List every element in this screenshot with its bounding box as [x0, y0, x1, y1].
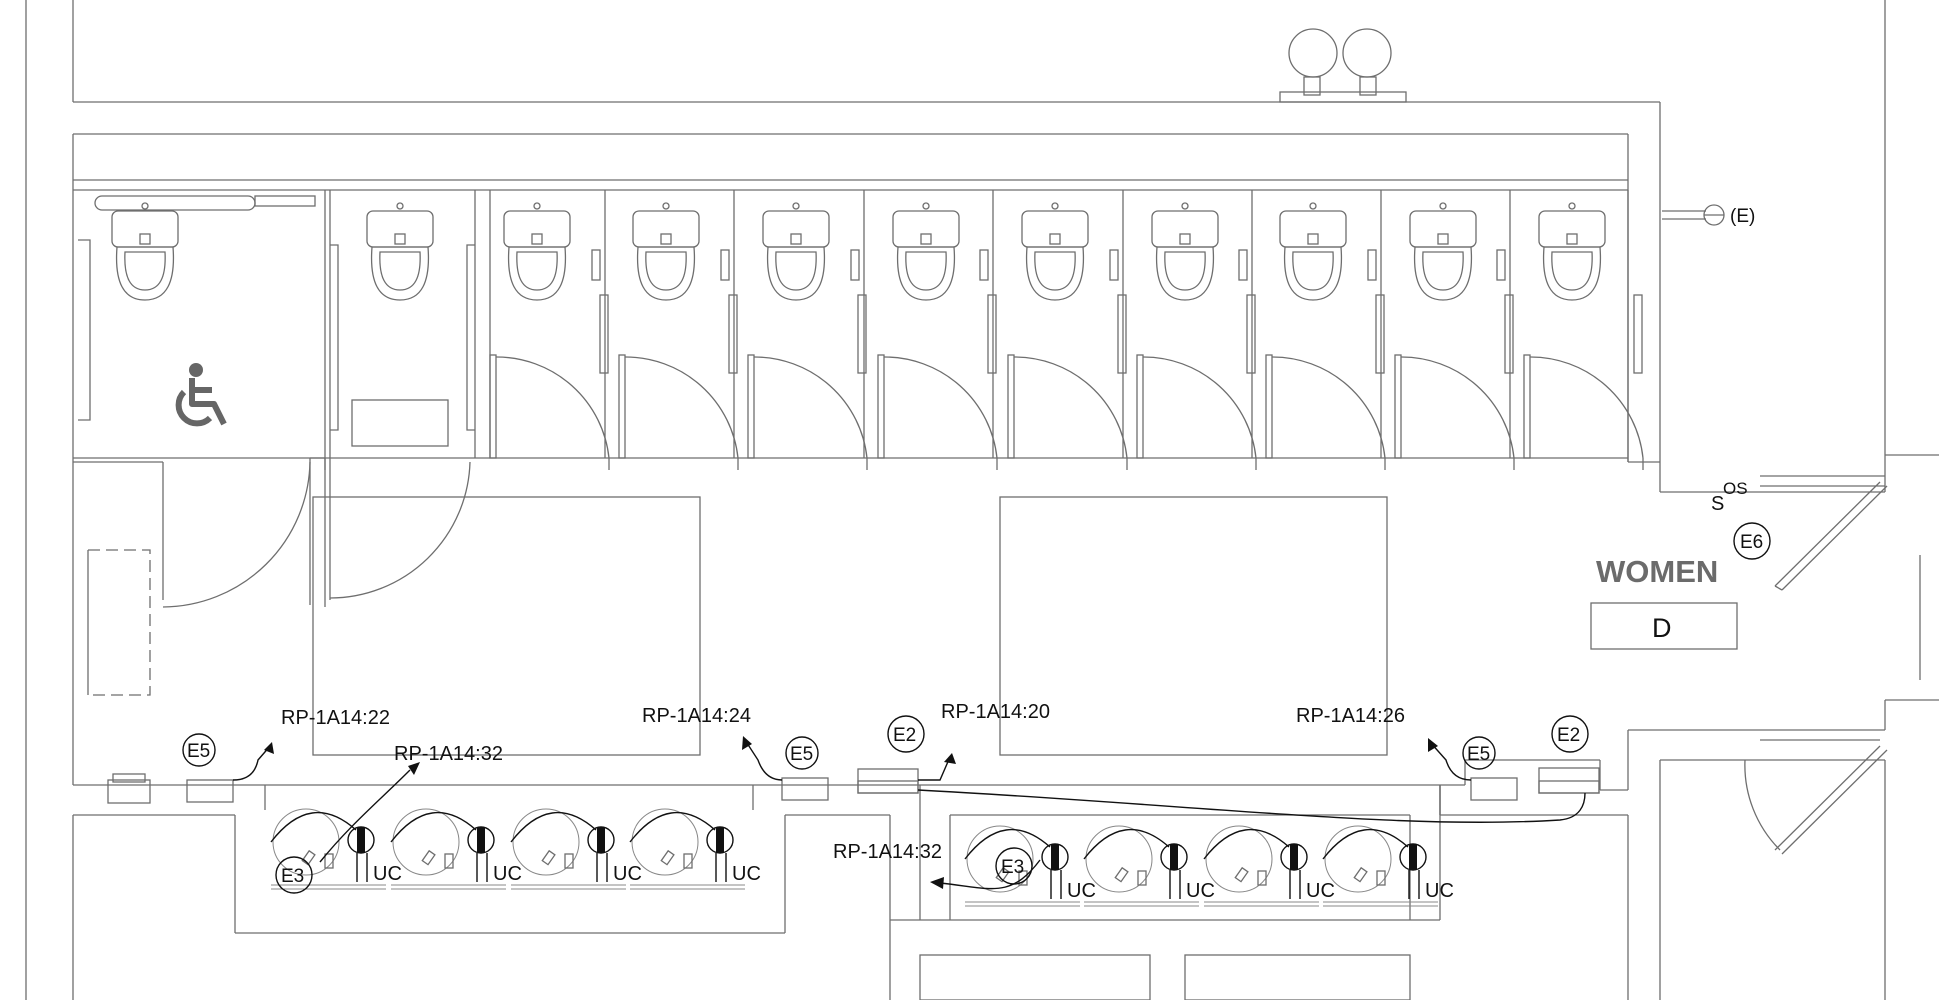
tag-e3-1: E3	[275, 856, 313, 894]
toilet-fixtures	[111, 202, 1606, 301]
wiring	[232, 736, 1586, 890]
urinal-label: UC	[1186, 880, 1215, 902]
arrow-c24	[742, 736, 752, 750]
toilet-icon	[111, 202, 179, 301]
toilet-icon	[632, 202, 700, 301]
tag-e3-2: E3	[995, 847, 1033, 885]
tag-e2-1: E2	[887, 715, 925, 753]
svg-text:E5: E5	[1467, 744, 1490, 765]
urinal-icon: UC	[964, 825, 1096, 907]
urinal-icon: UC	[1203, 825, 1335, 907]
urinal-icon: UC	[1322, 825, 1454, 907]
urinal-icon: UC	[390, 808, 522, 890]
wheelchair-accessibility-icon	[175, 363, 227, 427]
toilet-icon	[1021, 202, 1089, 301]
urinal-label: UC	[1067, 880, 1096, 902]
tags: E5 E5 E2 E5 E2 E3 E3 E6	[182, 522, 1771, 894]
svg-text:E6: E6	[1740, 532, 1763, 553]
circuit-label-32: RP-1A14:32	[394, 743, 503, 765]
walls	[25, 0, 1939, 1000]
occupancy-sensor: S OS	[1711, 479, 1748, 515]
entry-door	[1744, 475, 1888, 855]
svg-text:E5: E5	[790, 744, 813, 765]
urinal-icon: UC	[629, 808, 761, 890]
switch-mark: S	[1711, 493, 1724, 515]
sensor-e5-1	[186, 779, 234, 803]
emergency-ext-label: (E)	[1730, 206, 1755, 227]
circuit-label-32-b: RP-1A14:32	[833, 841, 942, 863]
svg-text:E3: E3	[1001, 857, 1024, 878]
urinal-label: UC	[1425, 880, 1454, 902]
toilet-icon	[762, 202, 830, 301]
tag-e5-2: E5	[785, 736, 819, 770]
toilet-icon	[1538, 202, 1606, 301]
room-label: WOMEN D	[1590, 554, 1738, 650]
toilet-icon	[1151, 202, 1219, 301]
urinal-label: UC	[493, 863, 522, 885]
tag-e5-3: E5	[1462, 736, 1496, 770]
sensor-e5-3	[1470, 777, 1518, 801]
tag-e2-2: E2	[1551, 715, 1589, 753]
floor-box	[107, 779, 151, 804]
sensor-e5-2	[781, 777, 829, 801]
occupancy-sensor-mark: OS	[1723, 479, 1748, 498]
urinal-label: UC	[1306, 880, 1335, 902]
urinal-icon: UC	[510, 808, 642, 890]
arrow-c32-b	[930, 877, 944, 889]
circuit-label-26: RP-1A14:26	[1296, 705, 1405, 727]
emergency-light: (E)	[1662, 204, 1755, 227]
urinal-icon: UC	[1083, 825, 1215, 907]
tag-e5-1: E5	[182, 733, 216, 767]
circuit-label-20: RP-1A14:20	[941, 701, 1050, 723]
room-code-box	[1590, 602, 1738, 650]
arrow-c22	[264, 742, 274, 754]
toilet-icon	[892, 202, 960, 301]
toilet-icon	[1279, 202, 1347, 301]
urinal-icon: UC	[270, 808, 402, 890]
arrow-c26	[1428, 738, 1438, 752]
toilet-icon	[503, 202, 571, 301]
accessible-stall-door	[162, 458, 471, 608]
tag-e6: E6	[1733, 522, 1771, 560]
standard-stalls	[489, 190, 1644, 470]
arrow-c32	[408, 762, 420, 775]
urinal-label: UC	[732, 863, 761, 885]
arrow-c20	[944, 753, 956, 764]
svg-text:E2: E2	[1557, 725, 1580, 746]
room-name: WOMEN	[1596, 554, 1718, 589]
urinal-label: UC	[613, 863, 642, 885]
svg-text:E5: E5	[187, 741, 210, 762]
room-code: D	[1652, 613, 1672, 643]
svg-text:E2: E2	[893, 725, 916, 746]
urinal-fixtures: UC UC UC UC UC UC UC UC	[270, 808, 1454, 907]
wall-devices	[107, 767, 1600, 804]
circuit-labels: RP-1A14:22 RP-1A14:32 RP-1A14:24 RP-1A14…	[281, 701, 1405, 863]
toilet-stalls	[73, 190, 491, 470]
circuit-label-22: RP-1A14:22	[281, 707, 390, 729]
circuit-label-24: RP-1A14:24	[642, 705, 751, 727]
toilet-icon	[1409, 202, 1477, 301]
urinal-label: UC	[373, 863, 402, 885]
svg-text:E3: E3	[281, 866, 304, 887]
toilet-icon	[366, 202, 434, 301]
